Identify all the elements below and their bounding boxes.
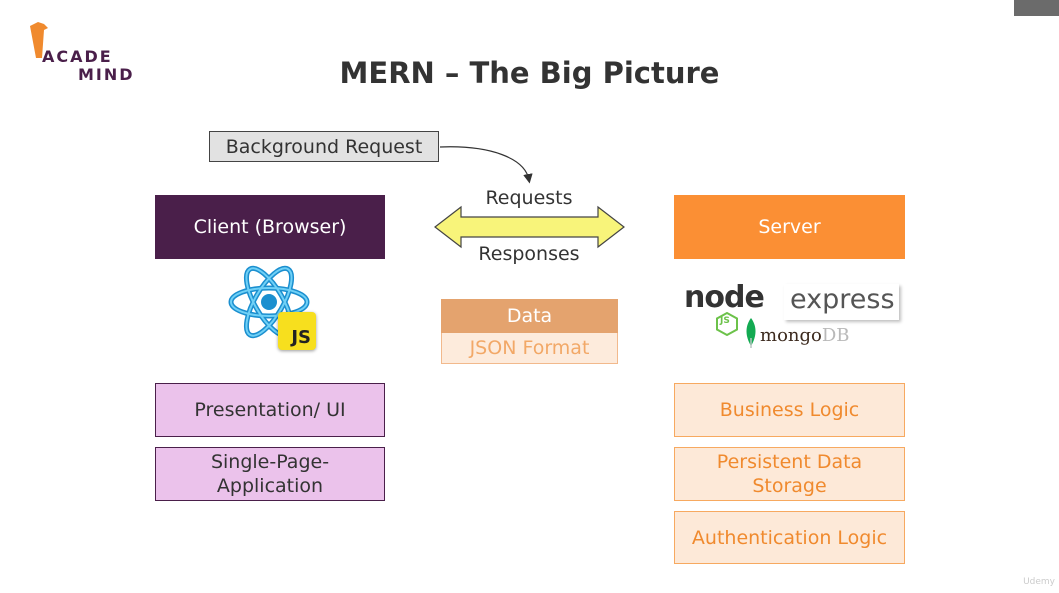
js-badge: JS: [278, 312, 316, 350]
server-feature-storage-text: Persistent Data Storage: [716, 451, 863, 497]
express-logo: express: [784, 284, 899, 320]
mongodb-wordmark-db: DB: [821, 325, 850, 346]
mongodb-wordmark-main: mongo: [760, 325, 822, 346]
express-wordmark: express: [790, 284, 895, 315]
nodejs-wordmark: node: [684, 280, 765, 315]
client-feature-spa-text: Single-Page- Application: [210, 451, 330, 497]
data-header: Data: [441, 299, 618, 333]
nodejs-hex-label: JS: [720, 316, 730, 326]
responses-label: Responses: [478, 243, 580, 265]
corner-decoration: [1014, 0, 1059, 16]
udemy-watermark: Udemy: [1023, 577, 1055, 587]
server-feature-business-logic: Business Logic: [674, 383, 905, 437]
react-icon: [228, 265, 310, 339]
background-request-arrow: [439, 146, 533, 184]
server-feature-persistent-data-storage: Persistent Data Storage: [674, 447, 905, 501]
page-title: MERN – The Big Picture: [339, 56, 720, 90]
react-js-logo: JS: [226, 264, 320, 352]
logo-line2: MIND: [78, 65, 135, 84]
mongodb-leaf-icon: [746, 318, 756, 348]
requests-label: Requests: [485, 187, 573, 209]
logo-mark-icon: [30, 22, 48, 58]
mongodb-wordmark: mongoDB: [760, 325, 850, 346]
client-feature-presentation-ui: Presentation/ UI: [155, 383, 385, 437]
background-request-box: Background Request: [209, 131, 439, 162]
server-tech-logos: node JS express mongoDB: [680, 280, 905, 352]
logo-line1: ACADE: [42, 47, 113, 66]
nodejs-logo: node JS: [684, 280, 765, 336]
client-browser-box: Client (Browser): [155, 195, 385, 259]
server-feature-authentication-logic: Authentication Logic: [674, 511, 905, 564]
data-format: JSON Format: [441, 333, 618, 364]
nodejs-hex-icon: [716, 312, 738, 336]
client-feature-single-page-application: Single-Page- Application: [155, 447, 385, 501]
server-box: Server: [674, 195, 905, 259]
request-response-arrow: [434, 205, 625, 249]
academind-logo: ACADE MIND: [28, 22, 138, 84]
js-badge-label: JS: [291, 327, 311, 348]
